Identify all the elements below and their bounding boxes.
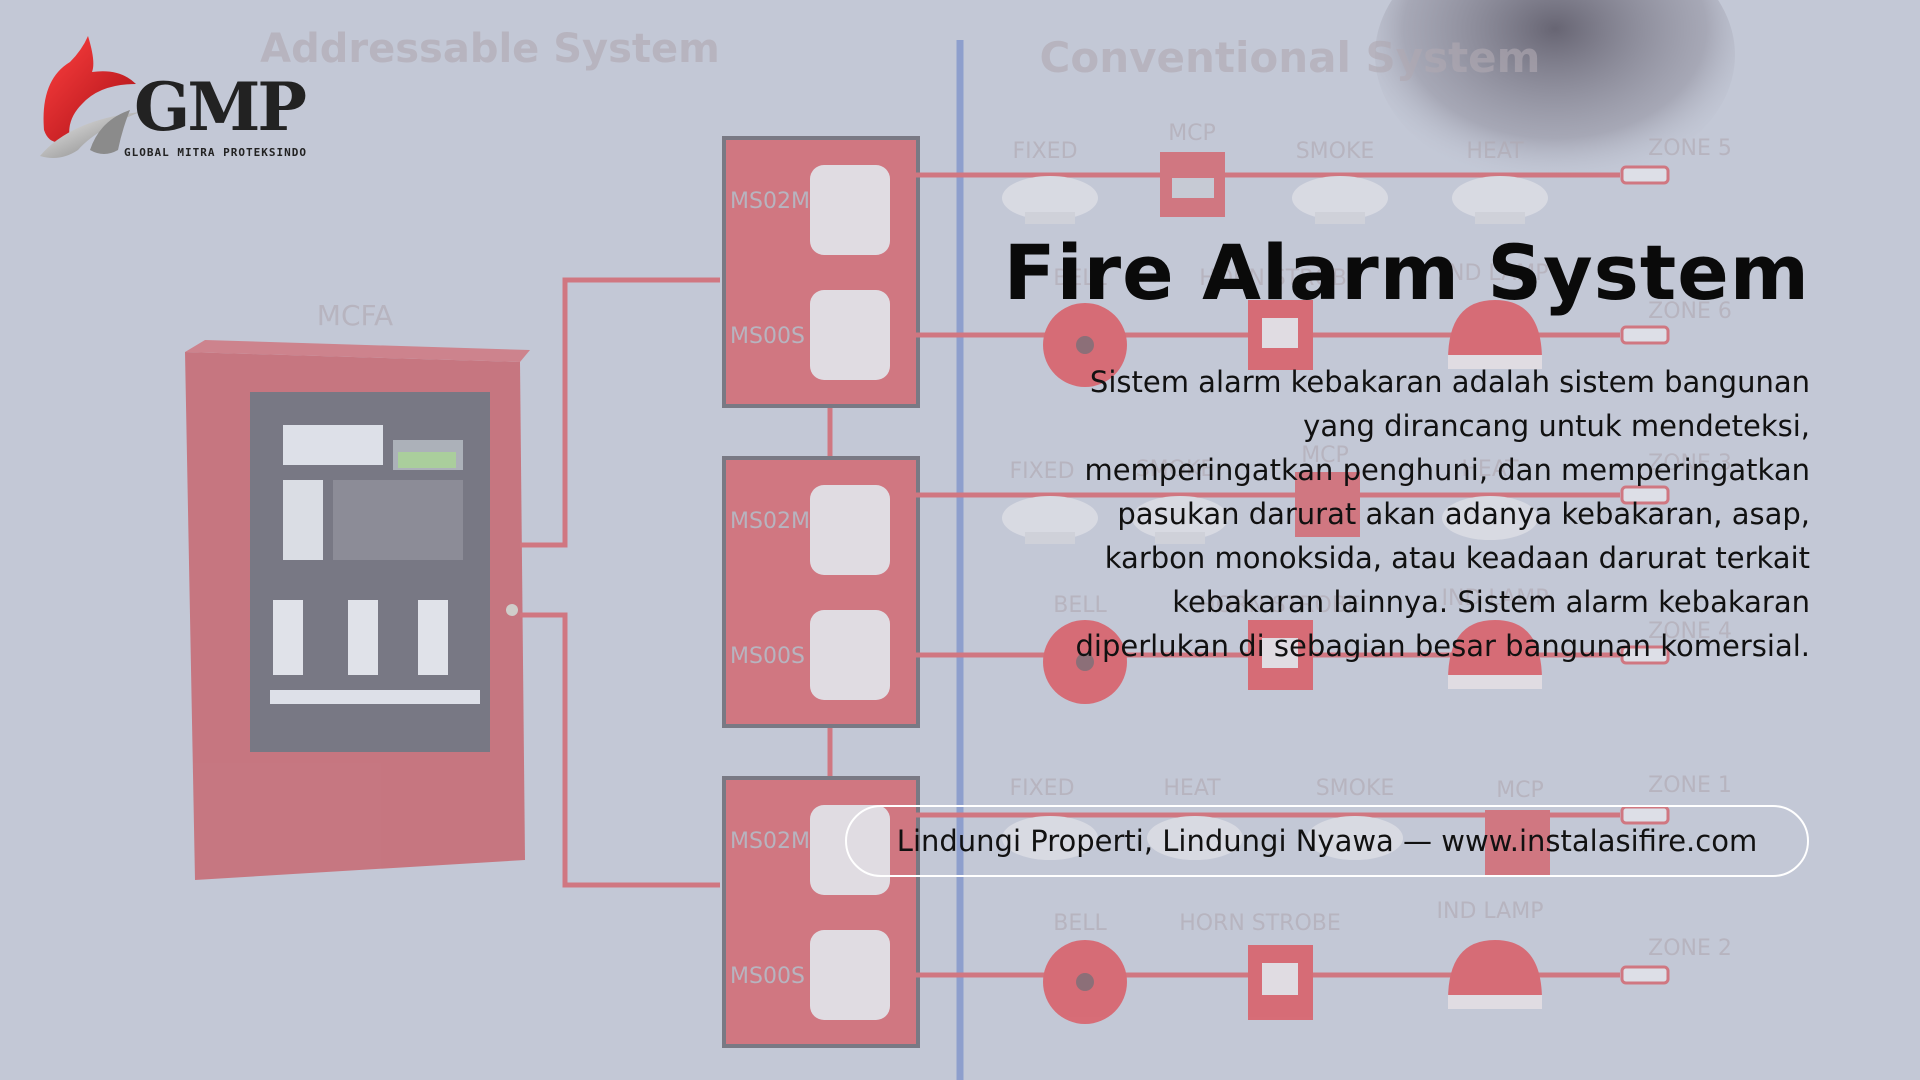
module-box-top xyxy=(722,136,920,408)
smoke-detector-icon xyxy=(1307,816,1403,860)
device-label: HEAT xyxy=(1461,457,1519,482)
device-label: BELL xyxy=(1053,911,1107,936)
logo-wordmark: GMP xyxy=(134,68,307,146)
description-paragraph: Sistem alarm kebakaran adalah sistem ban… xyxy=(1075,365,1810,663)
bell-icon xyxy=(1043,620,1127,704)
zone-label: ZONE 5 xyxy=(1648,136,1732,161)
zone-label: ZONE 4 xyxy=(1648,619,1732,644)
module-label: MS00S xyxy=(730,964,805,989)
manual-call-point-icon xyxy=(1160,152,1225,217)
device-label: IND LAMP xyxy=(1442,586,1549,611)
tagline-pill: Lindungi Properti, Lindungi Nyawa — www.… xyxy=(845,805,1809,877)
manual-call-point-icon xyxy=(1295,472,1360,537)
panel-label: MCFA xyxy=(317,299,393,332)
device-label: HORN STROBE xyxy=(1179,911,1341,936)
device-label: HORN STROBE xyxy=(1199,593,1361,618)
bell-icon xyxy=(1043,940,1127,1024)
device-label: SMOKE xyxy=(1136,457,1215,482)
manual-call-point-icon xyxy=(1485,810,1550,875)
smoke-detector-icon xyxy=(1292,176,1388,224)
device-label: HEAT xyxy=(1163,776,1221,801)
indicator-lamp-icon xyxy=(1448,940,1542,1009)
heat-detector-icon xyxy=(1442,496,1538,540)
gmp-logo-emblem-icon xyxy=(40,36,140,158)
page-title: Fire Alarm System xyxy=(1003,228,1810,317)
horn-strobe-icon xyxy=(1248,300,1313,370)
module-box-bottom xyxy=(722,776,920,1048)
zone-label: ZONE 2 xyxy=(1648,936,1732,961)
smoke-detector-icon xyxy=(1132,496,1228,544)
device-label: MCP xyxy=(1168,121,1216,146)
device-label: FIXED xyxy=(1009,776,1074,801)
zone-label: ZONE 1 xyxy=(1648,773,1732,798)
smoke-detector-icon xyxy=(1002,816,1098,860)
device-label: SMOKE xyxy=(1316,776,1395,801)
smoke-detector-icon xyxy=(1002,496,1098,544)
zone-label: ZONE 6 xyxy=(1648,299,1732,324)
device-label: IND LAMP xyxy=(1437,899,1544,924)
zone-label: ZONE 3 xyxy=(1648,451,1732,476)
horn-strobe-icon xyxy=(1248,945,1313,1020)
logo-subtitle: GLOBAL MITRA PROTEKSINDO xyxy=(124,146,307,159)
heat-detector-icon xyxy=(1147,816,1243,860)
device-label: HEAT xyxy=(1466,139,1524,164)
heat-detector-icon xyxy=(1452,176,1548,224)
device-label: MCP xyxy=(1301,443,1349,468)
device-label: BELL xyxy=(1053,593,1107,618)
device-label: FIXED xyxy=(1009,459,1074,484)
device-label: HORN STROBE xyxy=(1199,266,1361,291)
module-label: MS02M xyxy=(730,509,810,534)
indicator-lamp-icon xyxy=(1448,620,1542,689)
left-diagram-title: Addressable System xyxy=(260,26,720,72)
device-label: MCP xyxy=(1496,778,1544,803)
module-box-middle xyxy=(722,456,920,728)
module-label: MS00S xyxy=(730,644,805,669)
smoke-detector-icon xyxy=(1002,176,1098,224)
device-label: SMOKE xyxy=(1296,139,1375,164)
module-label: MS02M xyxy=(730,189,810,214)
bell-icon xyxy=(1043,303,1127,387)
module-label: MS02M xyxy=(730,829,810,854)
horn-strobe-icon xyxy=(1248,620,1313,690)
mcfa-panel xyxy=(185,340,530,880)
tagline-text: Lindungi Properti, Lindungi Nyawa — www.… xyxy=(896,824,1758,858)
device-label: BELL xyxy=(1053,266,1107,291)
device-label: FIXED xyxy=(1012,139,1077,164)
company-logo: GMP GLOBAL MITRA PROTEKSINDO xyxy=(34,34,334,164)
module-label: MS00S xyxy=(730,324,805,349)
device-label: IND LAMP xyxy=(1442,261,1549,286)
right-diagram-title: Conventional System xyxy=(1040,33,1541,82)
indicator-lamp-icon xyxy=(1448,300,1542,369)
dark-blob-shape xyxy=(1375,0,1735,185)
